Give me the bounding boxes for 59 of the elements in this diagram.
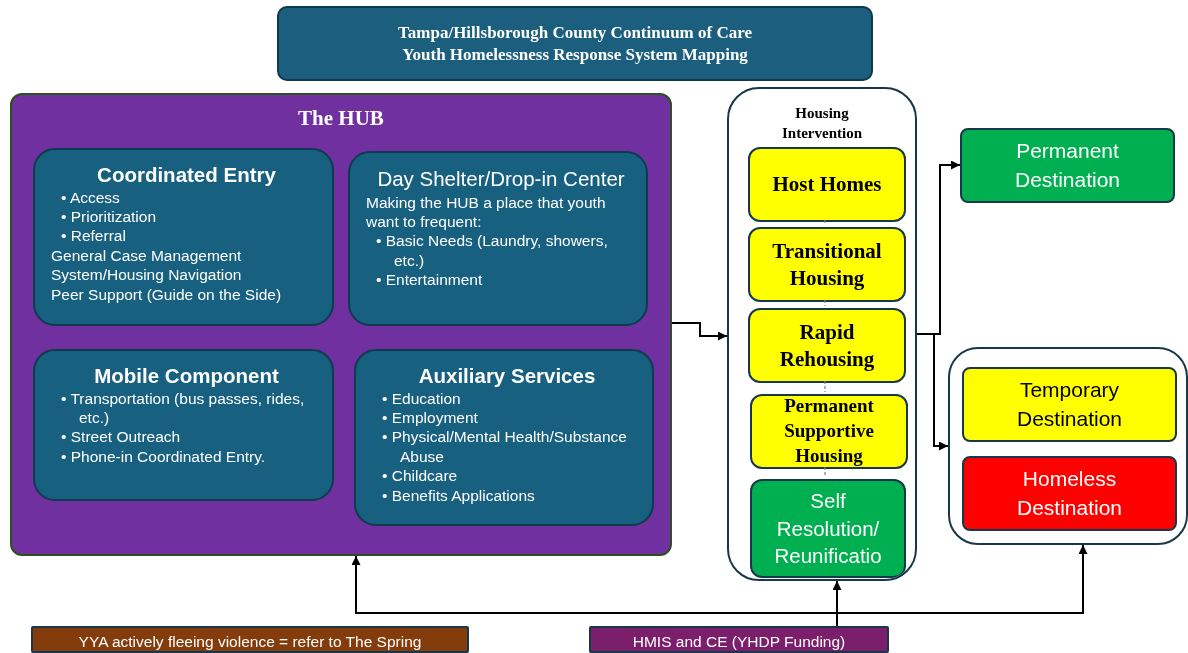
- card-heading: Coordinated Entry: [96, 162, 277, 188]
- dashed-connector: [824, 466, 826, 478]
- arrow: [916, 333, 949, 451]
- dashed-connector: [824, 299, 826, 307]
- dashed-connector: [824, 219, 826, 226]
- bullet-item: • Access: [60, 187, 121, 207]
- note-text: YYA actively fleeing violence = refer to The Spring: [78, 632, 422, 651]
- note-bar: [589, 626, 889, 653]
- panel-heading: Housing Intervention: [781, 104, 863, 144]
- box-label: Transitional Housing: [771, 238, 883, 291]
- box-label: Rapid Rehousing: [778, 319, 876, 372]
- bullet-item: • Childcare: [381, 466, 459, 486]
- box-label: Temporary Destination: [1015, 377, 1124, 432]
- bullet-item: • Phone-in Coordinated Entry.: [60, 446, 267, 467]
- housing-option-box: [750, 479, 906, 578]
- dashed-connector: [824, 380, 826, 393]
- service-card: [348, 151, 648, 326]
- bullet-item: • Prioritization: [60, 207, 157, 227]
- arrow: [836, 544, 1088, 627]
- destination-box: [960, 128, 1175, 203]
- title-text: Tampa/Hillsborough County Continuum of Care: [398, 22, 752, 44]
- bullet-item: • Street Outreach: [60, 427, 182, 447]
- box-label: Self Resolution/ Reunificatio: [773, 488, 883, 570]
- card-heading: Day Shelter/Drop-in Center: [376, 166, 626, 192]
- body-text: Peer Support (Guide on the Side): [51, 284, 283, 304]
- housing-option-box: [748, 147, 906, 222]
- box-label: Homeless Destination: [1015, 466, 1124, 521]
- box-label: Host Homes: [772, 171, 882, 198]
- bullet-item: • Employment: [381, 408, 479, 428]
- bullet-item: • Education: [381, 388, 462, 408]
- card-heading: Auxiliary Services: [417, 363, 597, 389]
- arrow: [671, 322, 728, 341]
- bullet-item: • Referral: [60, 226, 127, 246]
- housing-intervention-panel: [727, 87, 917, 581]
- bullet-item: • Entertainment: [375, 270, 484, 290]
- housing-option-box: [750, 394, 908, 469]
- bullet-item: • Transportation (bus passes, rides, etc.): [60, 388, 306, 428]
- hub-panel: [10, 93, 672, 556]
- bullet-item: • Physical/Mental Health/Substance Abuse: [381, 427, 628, 467]
- panel-heading: The HUB: [298, 105, 384, 132]
- box-label: Permanent Supportive Housing: [783, 396, 875, 467]
- note-bar: [31, 626, 469, 653]
- housing-option-box: [748, 308, 906, 383]
- housing-option-box: [748, 227, 906, 302]
- destination-group-panel: [948, 347, 1188, 545]
- bullet-item: • Basic Needs (Laundry, showers, etc.): [375, 231, 609, 271]
- title-box: [277, 6, 873, 81]
- destination-box: [962, 456, 1177, 531]
- box-label: Permanent Destination: [1013, 138, 1122, 193]
- bullet-item: • Benefits Applications: [381, 485, 536, 505]
- body-text: General Case Management System/Housing Navigation: [51, 245, 243, 285]
- destination-box: [962, 367, 1177, 442]
- service-card: [354, 349, 654, 526]
- service-card: [33, 349, 334, 501]
- body-text: Making the HUB a place that youth want to frequent:: [366, 192, 607, 232]
- card-heading: Mobile Component: [93, 363, 280, 389]
- service-card: [33, 148, 334, 326]
- note-text: HMIS and CE (YHDP Funding): [632, 632, 846, 651]
- title-text: Youth Homelessness Response System Mapping: [402, 43, 748, 65]
